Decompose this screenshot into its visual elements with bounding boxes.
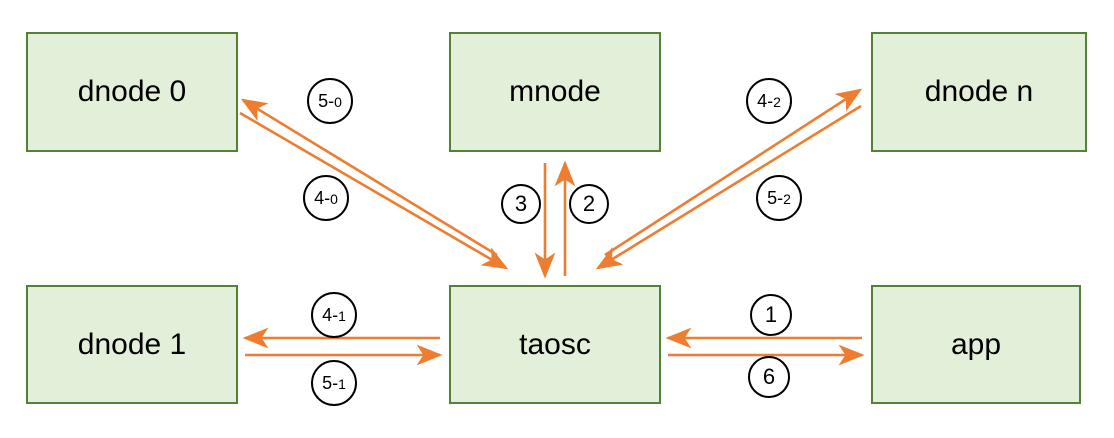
step-marker-m40: 4-0 [303, 175, 349, 221]
node-label: dnode 1 [77, 327, 187, 361]
step-marker-label: 6 [763, 366, 775, 388]
node-dnoden[interactable]: dnode n [871, 32, 1087, 152]
step-marker-label: 5-1 [322, 373, 346, 393]
node-label: dnode 0 [77, 75, 187, 108]
step-marker-m50: 5-0 [307, 78, 353, 124]
step-marker-label: 5-0 [318, 91, 342, 111]
step-marker-m51: 5-1 [311, 360, 357, 406]
step-marker-m6: 6 [748, 356, 790, 398]
node-label: taosc [519, 327, 591, 361]
node-taosc[interactable]: taosc [449, 285, 661, 404]
step-number: 1 [764, 302, 778, 327]
node-label: mnode [509, 75, 601, 108]
node-label: dnode n [924, 75, 1034, 108]
step-marker-m3: 3 [501, 184, 541, 224]
step-marker-label: 4-2 [757, 91, 781, 111]
step-marker-m1: 1 [750, 294, 792, 336]
step-marker-m42: 4-2 [746, 78, 792, 124]
step-marker-label: 5-2 [767, 188, 791, 208]
step-number: 3 [514, 191, 528, 216]
step-marker-label: 1 [765, 304, 777, 326]
step-number: 2 [582, 191, 596, 216]
step-marker-label: 4-1 [322, 305, 346, 325]
node-mnode[interactable]: mnode [449, 32, 661, 152]
node-label: app [950, 327, 1002, 361]
step-number: 6 [762, 364, 776, 389]
step-marker-label: 4-0 [314, 188, 338, 208]
step-marker-m52: 5-2 [756, 175, 802, 221]
step-marker-m41: 4-1 [311, 292, 357, 338]
step-marker-label: 2 [583, 193, 595, 215]
node-dnode0[interactable]: dnode 0 [26, 32, 238, 152]
node-app[interactable]: app [871, 285, 1081, 404]
step-marker-m2: 2 [569, 184, 609, 224]
node-dnode1[interactable]: dnode 1 [26, 285, 238, 404]
step-marker-label: 3 [515, 193, 527, 215]
